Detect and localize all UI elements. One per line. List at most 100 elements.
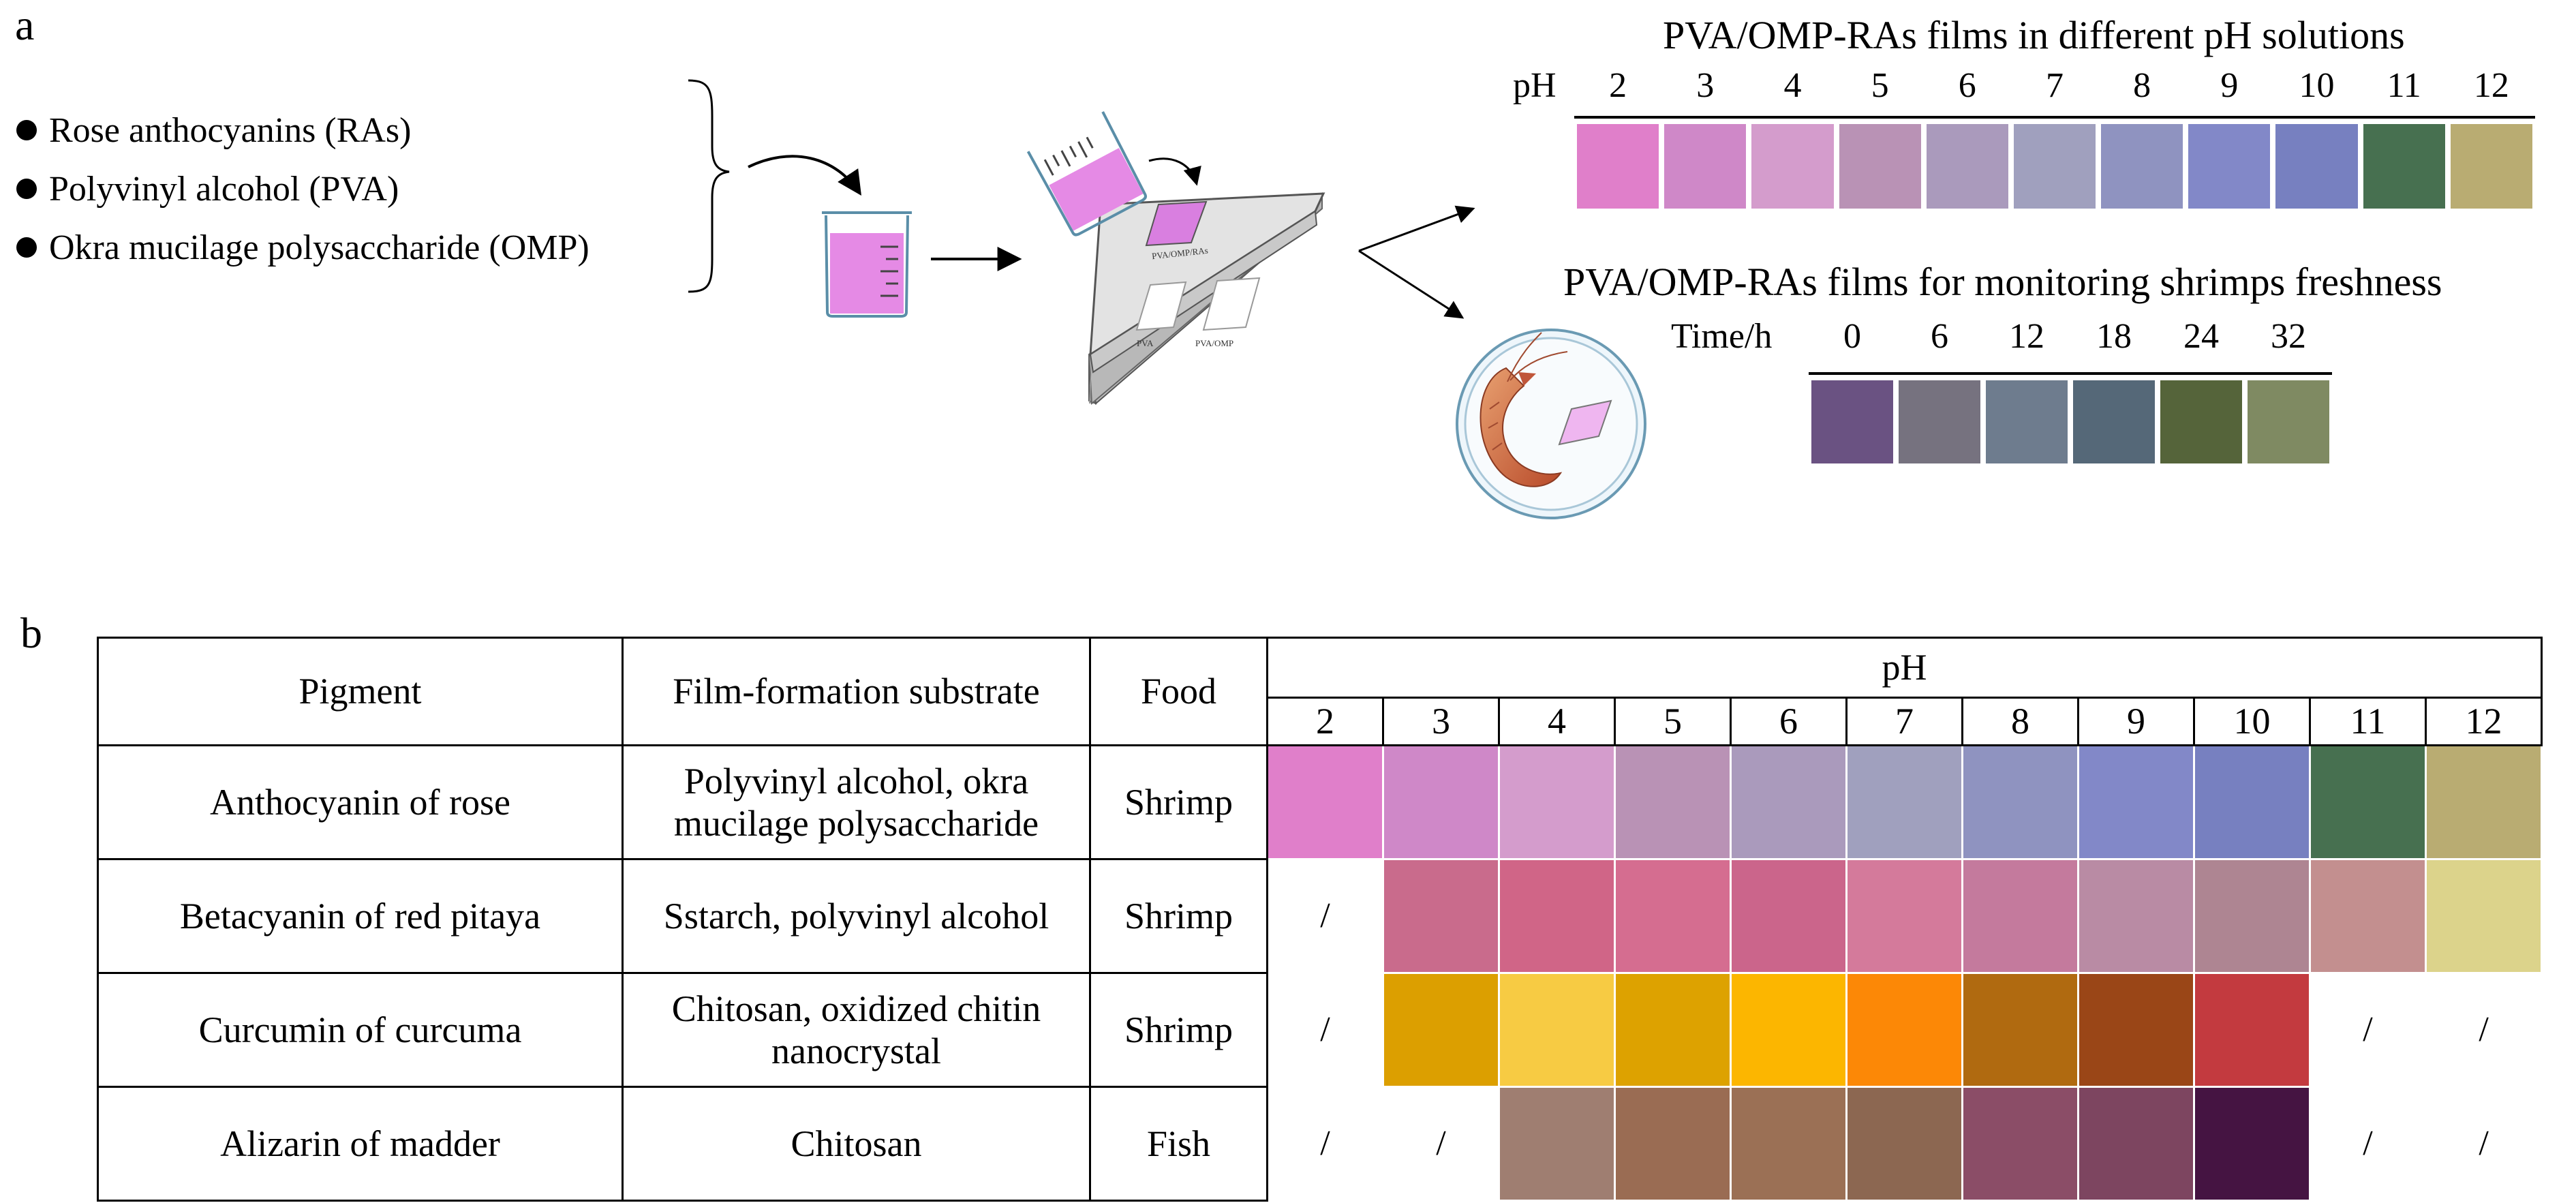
time-strip-swatch <box>1811 380 1893 463</box>
time-strip-baseline <box>1809 372 2332 375</box>
time-strip-swatch <box>2248 380 2329 463</box>
cell-color-swatch <box>1961 1086 2079 1202</box>
ph-strip-swatches <box>1574 124 2535 211</box>
time-strip-tick-label: 12 <box>2009 317 2044 356</box>
brace-icon <box>688 79 730 293</box>
cell-not-applicable: / <box>1382 1086 1500 1202</box>
time-strip-swatch <box>1899 380 1980 463</box>
cell-color-swatch <box>2424 744 2543 860</box>
ph-strip-axis-label: pH <box>1513 66 1557 105</box>
header-substrate: Film-formation substrate <box>622 637 1091 746</box>
cell-not-applicable: / <box>1266 858 1384 974</box>
ingredient-label: Rose anthocyanins (RAs) <box>49 110 412 150</box>
cell-color-swatch <box>2424 858 2543 974</box>
cell-color-swatch <box>2077 972 2195 1088</box>
cell-color-swatch <box>1614 1086 1732 1202</box>
ph-strip-swatch <box>2363 124 2445 209</box>
arrow-icon <box>1358 249 1465 319</box>
cell-color-swatch <box>1730 1086 1847 1202</box>
casting-plate-icon <box>1088 192 1325 406</box>
ph-strip-tick-label: 7 <box>2045 66 2064 105</box>
cell-color-swatch <box>1498 858 1616 974</box>
cell-food: Shrimp <box>1089 744 1268 860</box>
header-ph-value: 8 <box>1961 697 2079 746</box>
bullet-icon <box>16 179 37 199</box>
header-food: Food <box>1089 637 1268 746</box>
cell-color-swatch <box>1961 858 2079 974</box>
cell-color-swatch <box>2193 744 2311 860</box>
cell-color-swatch <box>1845 1086 1963 1202</box>
ph-strip-swatch <box>2275 124 2358 209</box>
cell-not-applicable: / <box>2309 1086 2427 1202</box>
cell-color-swatch <box>1845 858 1963 974</box>
cell-color-swatch <box>1614 972 1732 1088</box>
time-strip-tick-label: 32 <box>2271 317 2306 356</box>
bullet-icon <box>16 237 37 258</box>
ph-strip-tick-label: 2 <box>1609 66 1627 105</box>
cell-color-swatch <box>1498 744 1616 860</box>
header-ph: pH <box>1266 637 2543 699</box>
ph-strip-tick-label: 5 <box>1871 66 1889 105</box>
panel-label-a: a <box>15 1 35 49</box>
header-ph-value: 5 <box>1614 697 1732 746</box>
comparison-table: Pigment Film-formation substrate Food pH… <box>97 637 2543 1202</box>
cell-color-swatch <box>1498 1086 1616 1202</box>
cell-color-swatch <box>1614 858 1732 974</box>
beaker-icon <box>822 211 912 318</box>
header-pigment: Pigment <box>97 637 624 746</box>
header-ph-value: 10 <box>2193 697 2311 746</box>
panel-label-b: b <box>20 609 42 657</box>
cell-color-swatch <box>1845 744 1963 860</box>
cell-color-swatch <box>1730 858 1847 974</box>
cell-pigment: Alizarin of madder <box>97 1086 624 1202</box>
cell-food: Shrimp <box>1089 972 1268 1088</box>
cell-food: Shrimp <box>1089 858 1268 974</box>
ph-strip-swatch <box>1577 124 1659 209</box>
cell-pigment: Betacyanin of red pitaya <box>97 858 624 974</box>
cell-color-swatch <box>1382 972 1500 1088</box>
cell-color-swatch <box>2077 858 2195 974</box>
pouring-beaker-icon <box>1026 111 1147 237</box>
cell-substrate: Chitosan <box>622 1086 1091 1202</box>
cell-color-swatch <box>1961 744 2079 860</box>
cell-not-applicable: / <box>1266 1086 1384 1202</box>
ph-strip-tick-label: 3 <box>1696 66 1715 105</box>
time-strip-tick-label: 24 <box>2183 317 2219 356</box>
film-label-pvaomp: PVA/OMP <box>1195 338 1234 348</box>
arrow-icon <box>1148 157 1201 186</box>
cell-color-swatch <box>1382 744 1500 860</box>
cell-not-applicable: / <box>2424 1086 2543 1202</box>
time-strip-axis-label: Time/h <box>1671 317 1773 356</box>
cell-pigment: Anthocyanin of rose <box>97 744 624 860</box>
ingredient-item: Polyvinyl alcohol (PVA) <box>16 159 589 218</box>
cell-color-swatch <box>2309 858 2427 974</box>
film-label-pva: PVA <box>1137 338 1154 348</box>
cell-color-swatch <box>1266 744 1384 860</box>
header-ph-value: 6 <box>1730 697 1847 746</box>
ph-strip-tick-label: 12 <box>2473 66 2509 105</box>
time-strip-swatch <box>1986 380 2068 463</box>
header-ph-value: 7 <box>1845 697 1963 746</box>
ingredient-item: Okra mucilage polysaccharide (OMP) <box>16 218 589 277</box>
petri-dish-icon <box>1456 329 1646 519</box>
cell-color-swatch <box>1382 858 1500 974</box>
arrow-icon <box>748 155 861 196</box>
cell-color-swatch <box>1845 972 1963 1088</box>
cell-color-swatch <box>1730 744 1847 860</box>
cell-color-swatch <box>1961 972 2079 1088</box>
cell-color-swatch <box>1614 744 1732 860</box>
time-strip-swatches <box>1809 380 2332 466</box>
header-ph-value: 3 <box>1382 697 1500 746</box>
ph-strip-swatch <box>1751 124 1834 209</box>
cell-substrate: Polyvinyl alcohol, okra mucilage polysac… <box>622 744 1091 860</box>
ph-strip-swatch <box>1839 124 1921 209</box>
time-strip-tick-label: 0 <box>1843 317 1861 356</box>
ph-strip-swatch <box>1926 124 2008 209</box>
shrimp-icon <box>1479 332 1568 487</box>
cell-color-swatch <box>2193 972 2311 1088</box>
cell-not-applicable: / <box>1266 972 1384 1088</box>
